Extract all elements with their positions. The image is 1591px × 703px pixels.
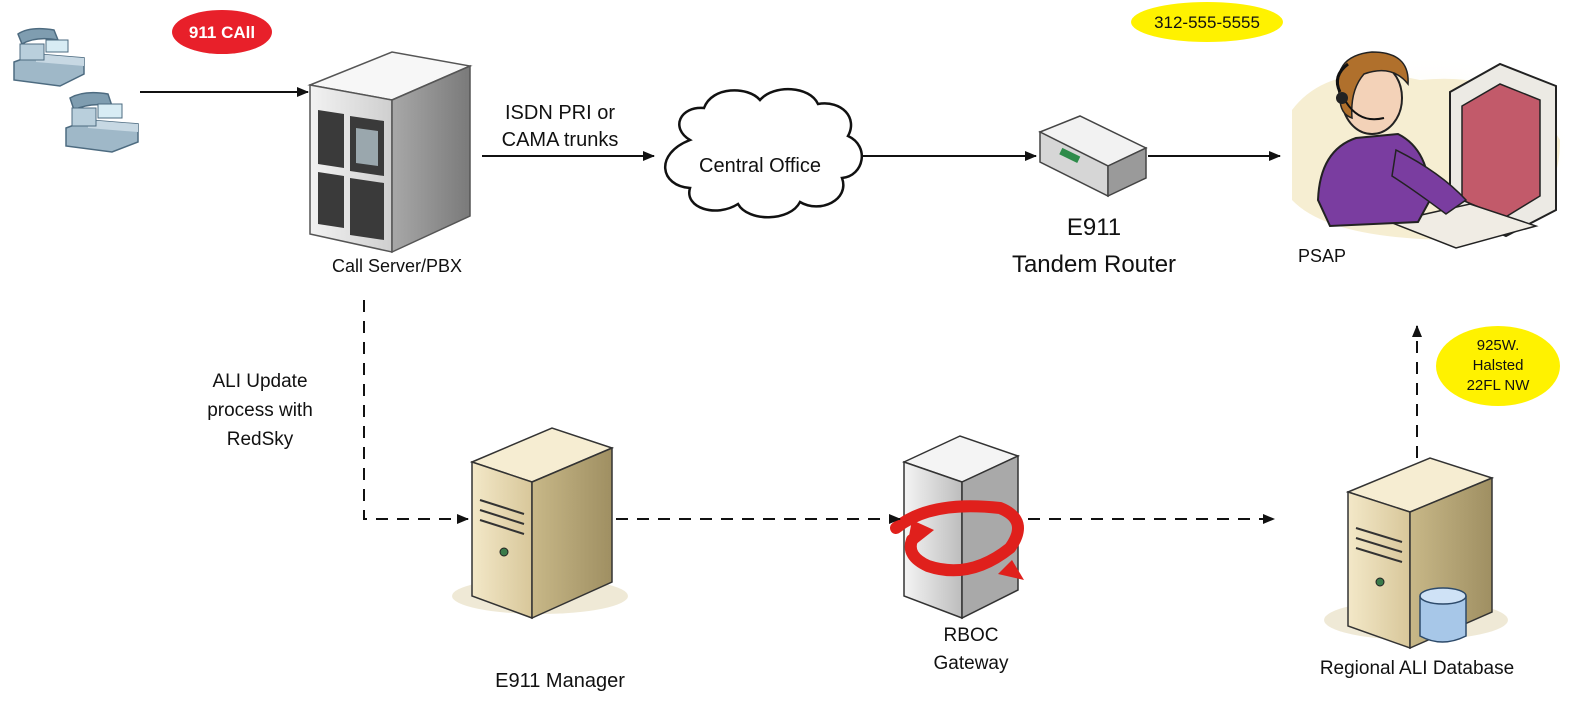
call-badge-text: 911 CAll <box>189 23 255 42</box>
address-line2: Halsted <box>1473 357 1524 374</box>
call-server-label: Call Server/PBX <box>332 256 462 276</box>
connector-arrows <box>140 87 1422 524</box>
phone-number-badge: 312-555-5555 <box>1131 2 1283 42</box>
address-line3: 22FL NW <box>1467 377 1531 394</box>
ali-update-label-line3: RedSky <box>227 429 294 450</box>
phone-icon <box>65 91 139 153</box>
trunks-label-line1: ISDN PRI or <box>505 102 615 124</box>
rboc-label-line1: RBOC <box>944 625 999 646</box>
regional-ali-label: Regional ALI Database <box>1320 658 1514 679</box>
regional-ali-database-icon <box>1324 457 1508 650</box>
rboc-label-line2: Gateway <box>934 653 1009 674</box>
pbx-to-manager-dashed-arrow <box>363 300 469 524</box>
tandem-router-icon <box>1038 115 1148 198</box>
rboc-gateway-icon <box>890 435 1024 620</box>
phone-number-text: 312-555-5555 <box>1154 13 1260 32</box>
address-badge: 925W. Halsted 22FL NW <box>1436 326 1560 406</box>
address-line1: 925W. <box>1477 337 1520 354</box>
psap-label: PSAP <box>1298 246 1346 266</box>
central-office-cloud-icon <box>664 87 864 219</box>
trunks-label-line2: CAMA trunks <box>502 129 619 151</box>
pbx-server-icon <box>307 51 473 254</box>
tandem-label-line2: Tandem Router <box>1012 251 1176 278</box>
e911-manager-label: E911 Manager <box>495 670 625 692</box>
ali-update-label-line1: ALI Update <box>212 371 307 392</box>
e911-manager-server-icon <box>452 427 628 620</box>
phone-icon <box>13 27 85 87</box>
call-badge: 911 CAll <box>172 10 272 54</box>
tandem-label-line1: E911 <box>1067 214 1121 241</box>
central-office-label: Central Office <box>699 155 821 177</box>
ali-update-label-line2: process with <box>207 400 313 421</box>
psap-operator-icon <box>1282 51 1578 249</box>
